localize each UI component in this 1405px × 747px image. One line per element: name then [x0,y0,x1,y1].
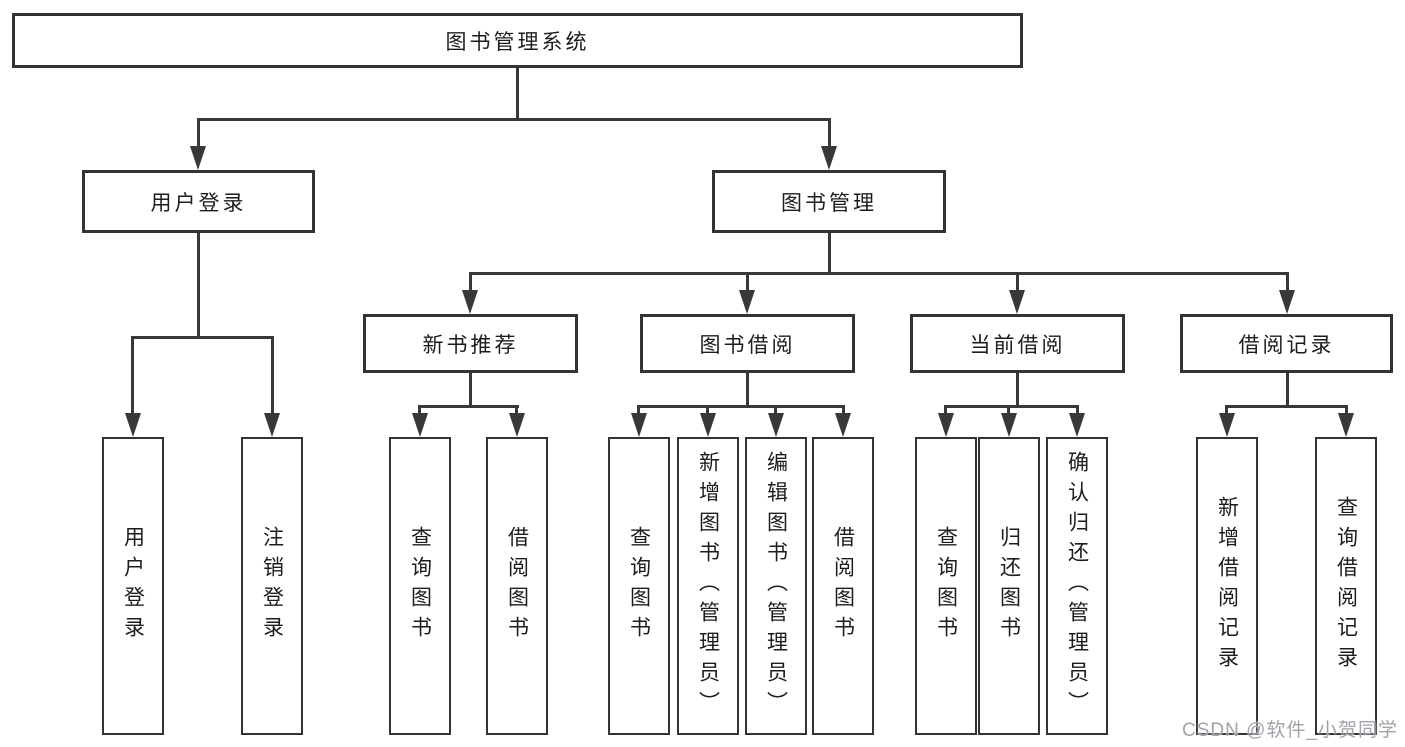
connector-line [469,372,472,405]
connector-line [828,118,831,150]
connector-line [637,405,845,408]
leaf-query-book-1: 查询图书 [389,437,451,735]
leaf-query-book-2: 查询图书 [608,437,670,735]
arrowhead-down-icon [125,413,141,437]
connector-line [418,405,421,415]
arrowhead-down-icon [264,413,280,437]
node-borrow-record: 借阅记录 [1180,314,1393,373]
leaf-query-book-3: 查询图书 [915,437,977,735]
connector-line [131,336,134,415]
node-new-book-recommend: 新书推荐 [363,314,578,373]
leaf-edit-book-admin: 编辑图书（管理员） [745,437,807,735]
connector-line [828,232,831,272]
arrowhead-down-icon [190,146,206,170]
arrowhead-down-icon [1338,413,1354,437]
connector-line [637,405,640,415]
csdn-watermark: CSDN @软件_小贺同学 [1182,720,1398,741]
connector-line [1076,405,1079,415]
leaf-add-book-admin: 新增图书（管理员） [677,437,739,735]
connector-line [271,336,274,415]
connector-line [197,118,200,150]
connector-line [774,405,777,415]
arrowhead-down-icon [739,290,755,314]
connector-line [1016,372,1019,405]
arrowhead-down-icon [1001,413,1017,437]
connector-line [1345,405,1348,415]
leaf-borrow-book-1: 借阅图书 [486,437,548,735]
connector-line [746,272,749,292]
leaf-borrow-book-2: 借阅图书 [812,437,874,735]
leaf-add-borrow-record: 新增借阅记录 [1196,437,1258,735]
connector-line [131,336,274,339]
arrowhead-down-icon [1009,290,1025,314]
leaf-return-book: 归还图书 [978,437,1040,735]
connector-line [1007,405,1010,415]
connector-line [197,118,831,121]
connector-line [1016,272,1019,292]
arrowhead-down-icon [462,290,478,314]
arrowhead-down-icon [768,413,784,437]
connector-line [1286,372,1289,405]
connector-line [418,405,519,408]
node-user-login: 用户登录 [82,170,315,233]
connector-line [944,405,1079,408]
connector-line [842,405,845,415]
connector-line [746,372,749,405]
arrowhead-down-icon [631,413,647,437]
connector-line [516,66,519,118]
connector-line [1225,405,1228,415]
arrowhead-down-icon [700,413,716,437]
node-root: 图书管理系统 [12,13,1023,68]
connector-line [706,405,709,415]
leaf-user-login: 用户登录 [102,437,164,735]
arrowhead-down-icon [412,413,428,437]
arrowhead-down-icon [509,413,525,437]
connector-line [944,405,947,415]
leaf-confirm-return-admin: 确认归还（管理员） [1046,437,1108,735]
connector-line [469,272,472,292]
connector-line [469,272,1289,275]
arrowhead-down-icon [1219,413,1235,437]
node-current-borrow: 当前借阅 [910,314,1125,373]
arrowhead-down-icon [835,413,851,437]
connector-line [1225,405,1348,408]
leaf-query-borrow-record: 查询借阅记录 [1315,437,1377,735]
node-book-borrow: 图书借阅 [640,314,855,373]
connector-line [197,232,200,336]
connector-line [515,405,518,415]
connector-line [1286,272,1289,292]
leaf-logout: 注销登录 [241,437,303,735]
arrowhead-down-icon [1279,290,1295,314]
arrowhead-down-icon [938,413,954,437]
arrowhead-down-icon [1069,413,1085,437]
node-book-management: 图书管理 [712,170,946,233]
arrowhead-down-icon [821,146,837,170]
